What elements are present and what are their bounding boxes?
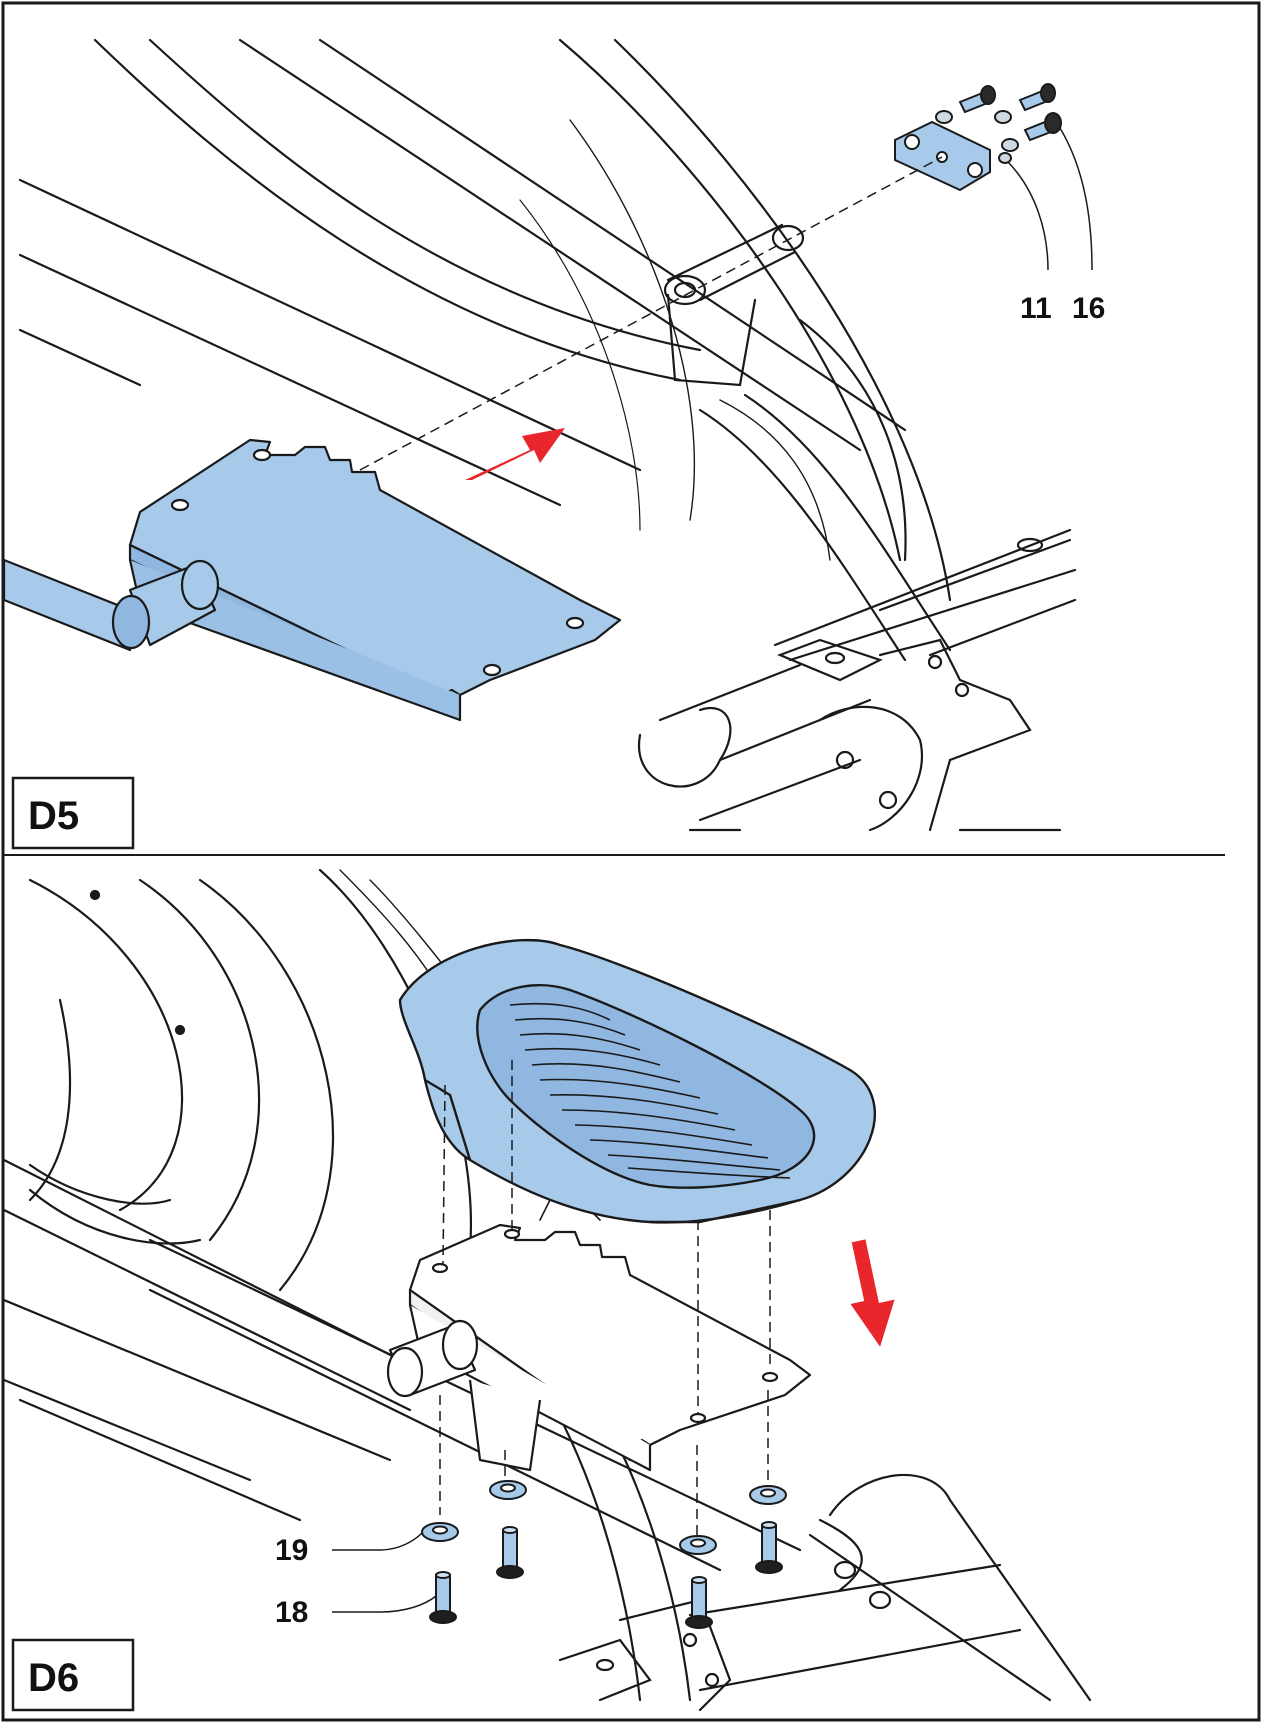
panel-label-d6: D6 bbox=[28, 1656, 79, 1700]
panel-label-box-d6 bbox=[11, 1638, 135, 1712]
bolt bbox=[496, 1526, 524, 1579]
part-label-11: 11 bbox=[1020, 292, 1052, 325]
panel-d5 bbox=[4, 38, 1093, 832]
bolt bbox=[685, 1576, 713, 1629]
hardware-group-d6 bbox=[421, 1480, 787, 1629]
part-label-19: 19 bbox=[275, 1534, 308, 1567]
frame-outline bbox=[18, 38, 1077, 832]
part-label-18: 18 bbox=[275, 1596, 308, 1629]
leader-lines-d6 bbox=[332, 1532, 437, 1613]
pedal-plate bbox=[4, 438, 622, 722]
alignment-lines-d6 bbox=[439, 1060, 771, 1535]
insert-direction-arrow bbox=[465, 428, 565, 480]
alignment-line bbox=[359, 156, 943, 471]
panel-label-d5: D5 bbox=[28, 794, 79, 838]
bolt bbox=[429, 1571, 457, 1624]
hardware-group-d5 bbox=[894, 83, 1062, 192]
panel-d6 bbox=[4, 868, 1092, 1712]
panel-label-box-d5 bbox=[11, 776, 135, 850]
place-direction-arrow bbox=[850, 1239, 895, 1347]
bolt bbox=[755, 1521, 783, 1574]
part-label-16: 16 bbox=[1072, 292, 1105, 325]
leader-lines-d5 bbox=[1007, 127, 1093, 271]
foot-pedal bbox=[398, 938, 877, 1224]
pedal-grip-ridges bbox=[509, 1002, 791, 1179]
frame-outline-d6 bbox=[4, 868, 1092, 1712]
